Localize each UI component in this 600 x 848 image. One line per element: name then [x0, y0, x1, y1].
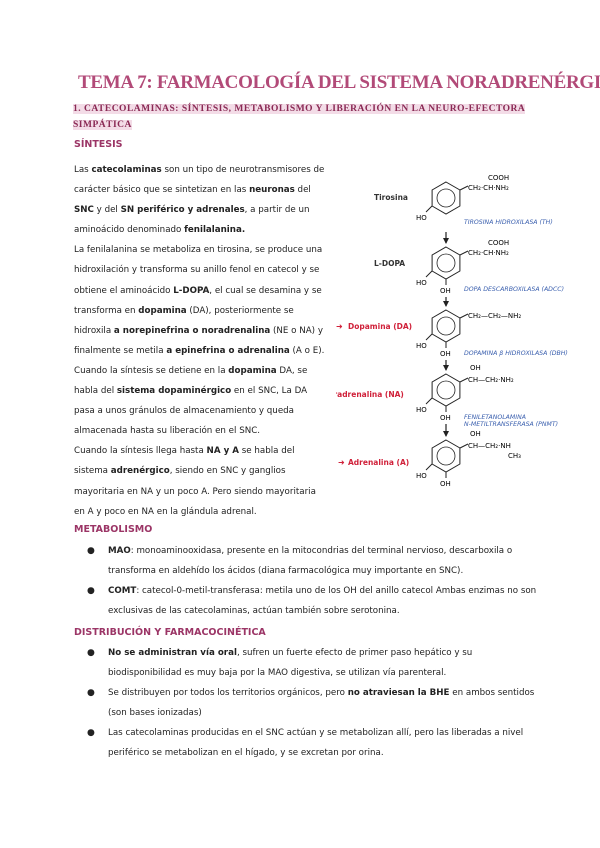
arrow-head: [443, 365, 449, 371]
compound-label: Adrenalina (A): [348, 458, 409, 467]
arrow-head: [443, 301, 449, 307]
aromatic-circle: [436, 253, 456, 273]
enzyme-label: TIROSINA HIDROXILASA (TH): [464, 219, 553, 226]
compound-label: Dopamina (DA): [348, 322, 412, 331]
list-item: ●Las catecolaminas producidas en el SNC …: [74, 723, 544, 763]
cooh-label: COOH: [488, 239, 509, 247]
bullet-icon: ●: [87, 688, 95, 698]
bond: [459, 313, 469, 319]
ch3-label: CH₃: [508, 452, 521, 460]
aromatic-circle: [436, 316, 456, 336]
bond: [459, 377, 469, 383]
list-item: ●MAO: monoaminooxidasa, presente en la m…: [74, 541, 544, 581]
sintesis-paragraph-1: Las catecolaminas son un tipo de neurotr…: [74, 165, 325, 236]
distribucion-heading: DISTRIBUCIÓN Y FARMACOCINÉTICA: [74, 627, 266, 638]
list-item: ●Se distribuyen por todos los territorio…: [74, 683, 544, 723]
oh-label: OH: [440, 414, 451, 422]
benzene-ring: [431, 181, 461, 215]
bond: [459, 250, 469, 256]
metabolismo-heading: METABOLISMO: [74, 524, 153, 535]
cooh-label: COOH: [488, 174, 509, 182]
benzene-ring: [431, 246, 461, 280]
bullet-icon: ●: [87, 728, 95, 738]
enzyme-label: N-METILTRANSFERASA (PNMT): [464, 421, 558, 428]
section-heading-line2: SIMPÁTICA: [73, 120, 132, 130]
benzene-ring: [431, 309, 461, 343]
arrow-icon: ➜: [338, 458, 345, 467]
compound-label: Tirosina: [374, 193, 408, 202]
compound-label: L-DOPA: [374, 259, 405, 268]
ho-label: HO: [416, 214, 427, 222]
sintesis-text: Las catecolaminas son un tipo de neurotr…: [74, 160, 326, 522]
arrow-head: [443, 238, 449, 244]
ho-label: HO: [416, 342, 427, 350]
oh-label: OH: [470, 430, 481, 438]
sintesis-paragraph-4: Cuando la síntesis llega hasta NA y A se…: [74, 446, 316, 517]
benzene-ring: [431, 439, 461, 473]
page-title: TEMA 7: FARMACOLOGÍA DEL SISTEMA NORADRE…: [78, 72, 600, 93]
bullet-icon: ●: [87, 586, 95, 596]
list-item: ●No se administran vía oral, sufren un f…: [74, 643, 544, 683]
ho-label: HO: [416, 406, 427, 414]
bullet-icon: ●: [87, 546, 95, 556]
bond: [425, 333, 433, 341]
bond: [425, 205, 433, 213]
bond: [459, 185, 469, 191]
section-heading: 1. CATECOLAMINAS: SÍNTESIS, METABOLISMO …: [73, 101, 533, 133]
metabolismo-list: ●MAO: monoaminooxidasa, presente en la m…: [74, 541, 544, 621]
side-chain-label: CH₂·CH·NH₂: [468, 249, 509, 257]
side-chain-label: CH—CH₂·NH: [468, 442, 511, 450]
aromatic-circle: [436, 188, 456, 208]
bullet-icon: ●: [87, 648, 95, 658]
section-heading-line1: 1. CATECOLAMINAS: SÍNTESIS, METABOLISMO …: [73, 104, 526, 114]
aromatic-circle: [436, 380, 456, 400]
bond: [425, 397, 433, 405]
list-item: ●COMT: catecol-0-metil-transferasa: meti…: [74, 581, 544, 621]
compound-label: Noradrenalina (NA): [336, 390, 404, 399]
enzyme-label: FENILETANOLAMINA: [464, 414, 526, 421]
arrow-head: [443, 431, 449, 437]
oh-label: OH: [470, 364, 481, 372]
enzyme-label: DOPA DESCARBOXILASA (ADCC): [464, 286, 564, 293]
bond: [459, 443, 469, 449]
distribucion-list: ●No se administran vía oral, sufren un f…: [74, 643, 544, 763]
bond: [425, 270, 433, 278]
sintesis-paragraph-3: Cuando la síntesis se detiene en la dopa…: [74, 365, 308, 437]
ho-label: HO: [416, 279, 427, 287]
sintesis-heading: SÍNTESIS: [74, 139, 123, 150]
enzyme-label: DOPAMINA β HIDROXILASA (DBH): [464, 350, 568, 357]
arrow-icon: ➜: [336, 322, 343, 331]
oh-label: OH: [440, 480, 451, 488]
aromatic-circle: [436, 446, 456, 466]
oh-label: OH: [440, 287, 451, 295]
side-chain-label: CH—CH₂·NH₂: [468, 376, 514, 384]
side-chain-label: CH₂—CH₂—NH₂: [468, 312, 521, 320]
sintesis-paragraph-2: La fenilalanina se metaboliza en tirosin…: [74, 245, 325, 356]
oh-label: OH: [440, 350, 451, 358]
ho-label: HO: [416, 472, 427, 480]
side-chain-label: CH₂·CH·NH₂: [468, 184, 509, 192]
benzene-ring: [431, 373, 461, 407]
bond: [425, 463, 433, 471]
